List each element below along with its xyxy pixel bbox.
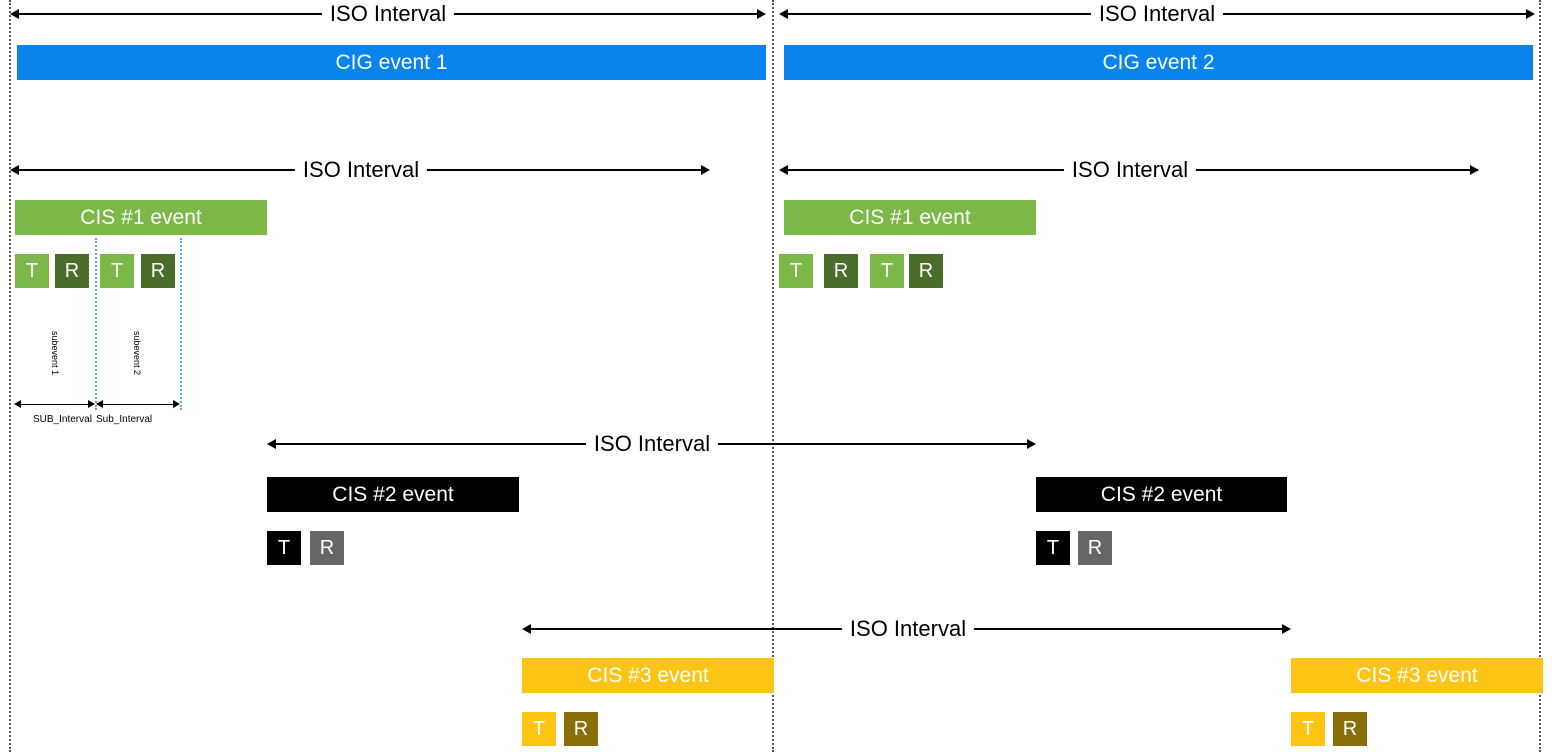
iso-interval-label: ISO Interval (585, 431, 719, 457)
cis1-rx-packet: R (824, 254, 858, 288)
iso-interval-label: ISO Interval (1090, 1, 1224, 27)
arrowhead-right-icon (757, 9, 766, 19)
arrowhead-right-icon (1282, 624, 1291, 634)
cis1-tx-packet: T (100, 254, 134, 288)
boundary-line-middle (772, 0, 774, 752)
cig-event-1-bar: CIG event 1 (17, 45, 766, 80)
iso-interval-label: ISO Interval (294, 157, 428, 183)
cis1-tx-packet: T (870, 254, 904, 288)
cis3-rx-packet: R (564, 712, 598, 746)
cis1-event-bar-2: CIS #1 event (784, 200, 1036, 235)
cis1-rx-packet: R (909, 254, 943, 288)
cis2-rx-packet: R (1078, 531, 1112, 565)
cis1-event-bar-1: CIS #1 event (15, 200, 267, 235)
cis2-event-bar-1: CIS #2 event (267, 477, 519, 512)
boundary-line-start (9, 0, 11, 752)
subevent-label: subevent 1 (50, 330, 60, 376)
subevent-label: subevent 2 (132, 330, 142, 376)
cis1-tx-packet: T (15, 254, 49, 288)
arrowhead-left-icon (96, 400, 103, 408)
arrowhead-right-icon (173, 400, 180, 408)
cis3-event-bar-1: CIS #3 event (522, 658, 774, 693)
sub-interval-label: Sub_Interval (96, 414, 153, 425)
cis1-rx-packet: R (55, 254, 89, 288)
arrowhead-right-icon (1470, 165, 1479, 175)
arrowhead-right-icon (88, 400, 95, 408)
cis3-tx-packet: T (1291, 712, 1325, 746)
arrowhead-left-icon (10, 165, 19, 175)
arrowhead-right-icon (1027, 439, 1036, 449)
cis1-rx-packet: R (141, 254, 175, 288)
cis3-tx-packet: T (522, 712, 556, 746)
iso-interval-label: ISO Interval (841, 616, 975, 642)
cis3-event-bar-2: CIS #3 event (1291, 658, 1543, 693)
cis2-event-bar-2: CIS #2 event (1036, 477, 1287, 512)
arrowhead-left-icon (779, 165, 788, 175)
arrowhead-left-icon (267, 439, 276, 449)
cis3-rx-packet: R (1333, 712, 1367, 746)
cig-event-2-bar: CIG event 2 (784, 45, 1533, 80)
arrowhead-left-icon (779, 9, 788, 19)
arrowhead-left-icon (10, 9, 19, 19)
iso-interval-label: ISO Interval (321, 1, 455, 27)
arrowhead-left-icon (14, 400, 21, 408)
cis1-tx-packet: T (779, 254, 813, 288)
subevent-boundary-line (180, 238, 182, 410)
arrowhead-right-icon (701, 165, 710, 175)
iso-interval-label: ISO Interval (1063, 157, 1197, 183)
boundary-line-end (1539, 0, 1541, 752)
arrowhead-left-icon (522, 624, 531, 634)
cis2-rx-packet: R (310, 531, 344, 565)
sub-interval-label: SUB_Interval (33, 414, 92, 425)
cis2-tx-packet: T (1036, 531, 1070, 565)
cis2-tx-packet: T (267, 531, 301, 565)
arrowhead-right-icon (1526, 9, 1535, 19)
subevent-boundary-line (95, 238, 97, 410)
